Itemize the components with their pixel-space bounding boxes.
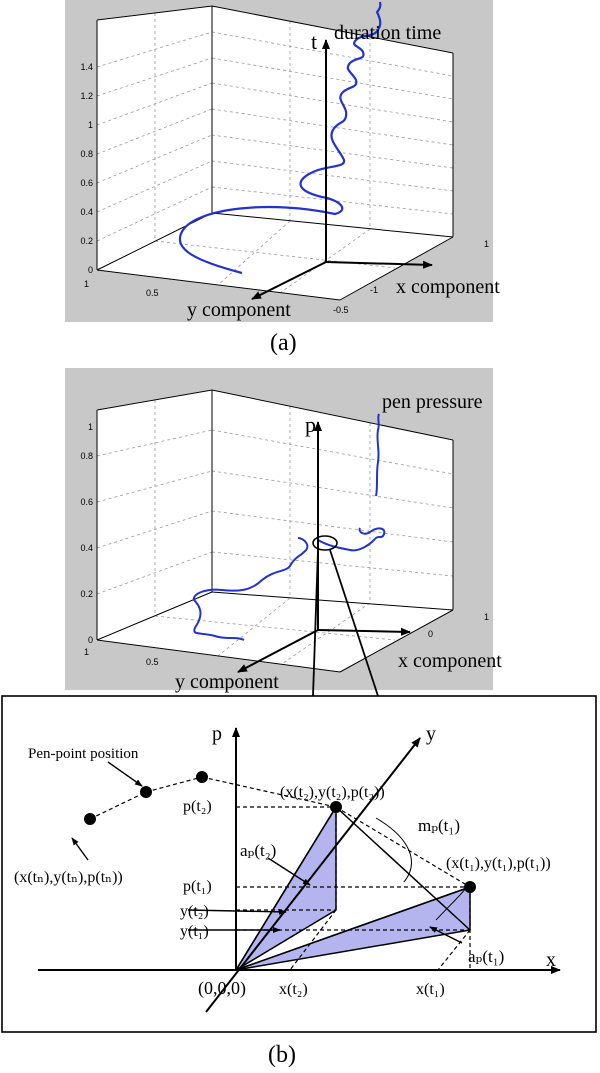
panel-a-x-tick: -0.5 [333,305,349,315]
y-t2-label: y(t₂) [180,903,209,920]
panel-b-z-tick: 0.6 [80,497,93,507]
ap-t1-label: aₚ(t₁) [468,947,504,966]
panel-b-trajectory [192,413,386,641]
panel-a-y-tick: 0.5 [146,288,159,298]
duration-time-label: duration time [334,22,441,44]
caption-b: (b) [268,1042,296,1068]
zoom-connector-left [312,549,319,697]
panel-b-axes [237,421,411,673]
panel-a-x-tick: 1 [484,239,489,249]
panel-a-z-tick: 0.8 [80,149,93,159]
panel-b-grid [96,400,454,665]
panel-b-frame [96,389,454,673]
mp-curve [375,817,412,883]
y-t1-label: y(t₁) [180,923,209,940]
panel-a-z-tick: 0.4 [80,207,93,217]
panel-a-z-tick: 0.6 [80,178,93,188]
panel-a-floor-ticks: 1 0.5 -0.5 -1 1 [84,239,489,315]
y-axis-arrow [251,261,327,300]
panel-a: 0 0.2 0.4 0.6 0.8 1 1.2 1.4 1 0.5 -0.5 -… [65,0,500,356]
point-t2-label: (x(t₂),y(t₂),p(t₂)) [280,784,385,801]
point-t2 [330,801,342,813]
panel-a-axes [251,39,433,300]
detail-y-label: y [426,723,436,745]
detail-y-axis [205,737,421,1013]
detail-p-label: p [212,723,222,745]
panel-b-z-tick: 1 [88,422,93,432]
panel-b-x-tick: 0 [428,629,433,639]
p-axis-label: p [305,412,316,437]
panel-b: 0 0.2 0.4 0.6 0.8 1 1 0.5 0 1 p pen pres… [65,368,502,697]
panel-a-box [95,5,455,301]
panel-a-y-tick: 1 [84,279,89,289]
detail-frame [1,695,597,1033]
panel-b-z-tick: 0.4 [80,543,93,553]
caption-a: (a) [270,330,297,356]
panel-a-z-tick: 1.2 [80,91,93,101]
detail-x-label: x [546,949,556,971]
segment-t2-t1 [335,806,471,931]
panel-b-x-tick: 1 [484,612,489,622]
panel-a-z-ticks: 0 0.2 0.4 0.6 0.8 1 1.2 1.4 [80,62,93,275]
y-component-label: y component [175,671,279,693]
panel-b-y-tick: 0.5 [146,657,159,667]
panel-b-z-ticks: 0 0.2 0.4 0.6 0.8 1 [80,422,93,645]
x-t1-label: x(t₁) [416,981,445,998]
panel-a-trajectory [179,1,382,275]
panel-b-z-tick: 0 [88,635,93,645]
panel-a-z-tick: 1.4 [80,62,93,72]
panel-b-y-tick: 1 [84,647,89,657]
vector-to-t2 [235,806,337,971]
origin-label: (0,0,0) [198,978,246,999]
x-component-label: x component [396,276,500,298]
panel-a-z-tick: 0 [88,265,93,275]
panel-a-z-tick: 0.2 [80,236,93,246]
point-mid [140,786,152,798]
annotation-arrows [71,761,463,944]
p-t2-label: p(t₂) [183,798,212,815]
x-axis-arrow [325,260,433,269]
point-tn-label: (x(tₙ),y(tₙ),p(tₙ)) [14,869,123,886]
panel-a-z-tick: 1 [88,120,93,130]
ap-t2-label: aₚ(t₂) [240,841,276,860]
zoom-region-ellipse [312,535,338,551]
pen-point-position-label: Pen-point position [28,746,139,762]
detail-diagram: p y x Pen-point position (x(t₂),y(t₂),p(… [1,695,597,1033]
mp-curve-lower [435,887,467,921]
y-component-label: y component [187,299,291,321]
vector-to-t1 [235,886,471,971]
panel-b-floor-ticks: 1 0.5 0 1 [84,612,489,667]
point-t1-label: (x(t₁),y(t₁),p(t₁)) [446,855,551,872]
panel-b-z-tick: 0.2 [80,589,93,599]
point-prev [196,771,208,783]
panel-a-x-tick: -1 [370,285,378,295]
trajectory-points [84,771,476,893]
x-axis-arrow [317,627,411,636]
p-t1-label: p(t₁) [183,878,212,895]
t-axis-label: t [311,29,317,54]
pen-pressure-label: pen pressure [382,391,483,413]
panel-b-z-tick: 0.8 [80,451,93,461]
mp-t1-label: mₚ(t₁) [418,816,460,835]
zoom-connector-right [329,549,379,697]
point-t1 [464,881,476,893]
x-t2-label: x(t₂) [279,981,308,998]
y-axis-arrow [237,629,319,673]
x-component-label: x component [398,650,502,672]
point-tn [84,813,96,825]
